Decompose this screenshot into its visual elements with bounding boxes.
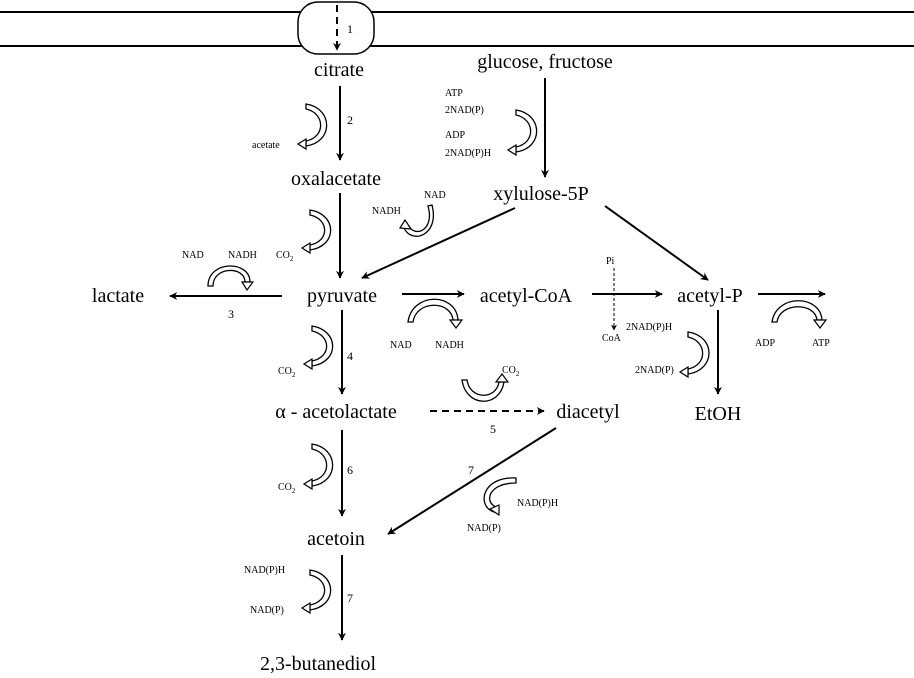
arrow-xylulose-acetyl-p [604, 205, 709, 281]
curl-acetyl-p [771, 300, 823, 323]
metabolite-citrate: citrate [314, 59, 364, 81]
curl-glc-head [506, 143, 517, 157]
metabolite-alpha-acetolactate: α - acetolactate [275, 401, 397, 423]
metabolite-acetoin: acetoin [307, 528, 365, 550]
curl-diacetyl-co2-head [494, 373, 510, 383]
curl-glc [515, 109, 538, 153]
metabolite-acetyl-p: acetyl-P [677, 285, 743, 307]
cofactor-nad-lac: NAD [182, 250, 204, 261]
step-label-7a: 7 [468, 463, 474, 477]
cofactor-co2-dia: CO2 [502, 365, 520, 378]
curl-citrate-acetate [305, 103, 328, 147]
step-label-7b: 7 [347, 591, 353, 605]
step-label-4: 4 [347, 349, 353, 363]
cofactor-atp-glc: ATP [445, 88, 463, 99]
cofactor-nadph-dia: NAD(P)H [517, 498, 558, 509]
cofactor-atp-ap: ATP [812, 338, 830, 349]
curl-oxal-co2 [309, 209, 332, 251]
curl-acetoin-co2 [311, 443, 334, 487]
arrow-xylulose-pyruvate [361, 207, 516, 279]
metabolite-lactate: lactate [92, 285, 144, 307]
cofactor-adp-glc: ADP [445, 130, 465, 141]
cofactor-nadp-glc: 2NAD(P) [445, 105, 484, 116]
step-label-3: 3 [228, 307, 234, 321]
metabolite-pyruvate: pyruvate [307, 285, 377, 307]
step-label-5: 5 [490, 422, 496, 436]
curl-xyl-nad [403, 204, 435, 237]
curl-etoh-head [678, 365, 689, 379]
cofactor-nadp-dia: NAD(P) [467, 523, 501, 534]
cofactor-co2-acetoin: CO2 [278, 482, 296, 495]
metabolite-oxalacetate: oxalacetate [291, 168, 381, 190]
metabolite-glucose-fructose: glucose, fructose [477, 51, 613, 73]
metabolite-diacetyl: diacetyl [556, 401, 620, 423]
curl-oxal-co2-head [300, 241, 311, 255]
cofactor-nadph-glc: 2NAD(P)H [445, 148, 491, 159]
curl-acetoin-co2-head [302, 477, 313, 491]
metabolite-butanediol: 2,3-butanediol [260, 653, 377, 675]
cofactor-nad-xyl: NAD [424, 190, 446, 201]
curl-xyl-nad-head [398, 218, 413, 230]
arrow-diacetyl-acetoin [387, 427, 557, 535]
cofactor-coa: CoA [602, 333, 622, 344]
curl-etoh [687, 331, 710, 375]
metabolite-etoh: EtOH [695, 403, 742, 425]
step-label-6: 6 [347, 463, 353, 477]
curl-pyr-co2 [311, 325, 334, 367]
cofactor-co2-ala: CO2 [278, 366, 296, 379]
cofactor-nadp-etoh: 2NAD(P) [635, 365, 674, 376]
curl-citrate-acetate-head [296, 137, 307, 151]
curl-butanediol [309, 569, 332, 611]
step-label-1: 1 [347, 22, 353, 36]
cofactor-nadh-acoa: NADH [435, 340, 464, 351]
citrate-transporter [297, 1, 375, 55]
curl-butanediol-head [300, 601, 311, 615]
curl-acetyl-coa [407, 298, 459, 323]
cofactor-nadph-etoh: 2NAD(P)H [626, 322, 672, 333]
cofactor-nadh-lac: NADH [228, 250, 257, 261]
metabolite-xylulose-5p: xylulose-5P [493, 183, 589, 205]
cofactor-nad-acoa: NAD [390, 340, 412, 351]
curl-diacetyl-nadph [483, 477, 517, 513]
cofactor-nadp-bdo: NAD(P) [250, 605, 284, 616]
cofactor-adp-ap: ADP [755, 338, 775, 349]
curl-diacetyl-nadph-head [488, 504, 500, 517]
curl-diacetyl-co2 [461, 379, 505, 402]
curl-lactate-head [240, 281, 255, 292]
cofactor-co2-pyr: CO2 [276, 250, 294, 263]
curl-acetyl-coa-head [448, 319, 464, 329]
curl-acetyl-p-head [812, 319, 828, 329]
curl-pyr-co2-head [302, 357, 313, 371]
cofactor-pi: Pi [606, 256, 615, 267]
step-label-2: 2 [347, 113, 353, 127]
cofactor-nadph-bdo: NAD(P)H [244, 565, 285, 576]
cofactor-acetate: acetate [252, 140, 280, 151]
cofactor-nadh-xyl: NADH [372, 206, 401, 217]
metabolite-acetyl-coa: acetyl-CoA [480, 285, 573, 307]
